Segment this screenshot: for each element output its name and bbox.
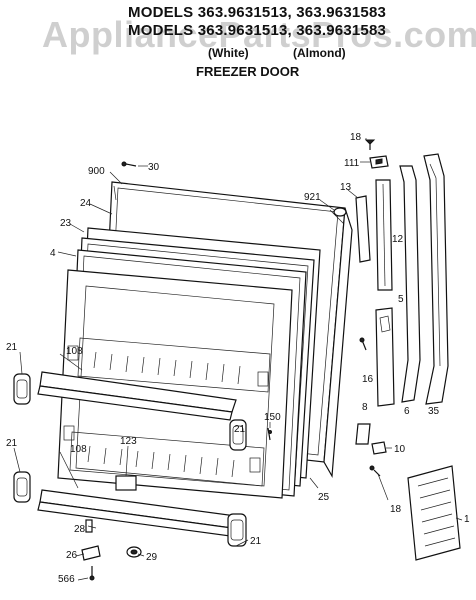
part-label-10: 10 [394,444,406,455]
part-label-4: 4 [50,248,56,259]
part-label-566: 566 [58,574,75,585]
handle-trim-12 [375,179,393,291]
handle-35 [423,153,449,405]
clip-10 [371,441,387,455]
screw-30 [121,161,137,167]
plug-921 [333,207,347,217]
part-label-21-d: 21 [250,536,262,547]
cap-111 [369,155,389,169]
handle-bracket-5 [375,307,395,407]
part-label-24: 24 [80,198,92,209]
part-label-35: 35 [428,406,440,417]
diagram-title: FREEZER DOOR [196,64,300,79]
instruction-booklet-1 [407,465,461,561]
color-almond-label: (Almond) [293,46,346,60]
part-label-21-c: 21 [234,424,246,435]
bracket-26 [81,545,101,561]
shelf-end-cap-left-upper [13,373,31,405]
trim-13 [355,195,371,263]
part-label-18-bottom: 18 [390,504,402,515]
part-label-8: 8 [362,402,368,413]
part-label-28: 28 [74,524,86,535]
plug-29 [126,546,142,558]
part-label-900: 900 [88,166,105,177]
models-line-2: MODELS 363.9631513, 363.9631583 [128,22,387,39]
handle-6 [399,165,421,403]
part-label-29: 29 [146,552,158,563]
part-label-921: 921 [304,192,321,203]
part-label-150: 150 [264,412,281,423]
part-label-108-a: 108 [66,346,83,357]
part-label-21-b: 21 [6,438,18,449]
clip-8 [355,423,371,445]
shelf-end-cap-right-lower [227,513,247,547]
part-label-6: 6 [404,406,410,417]
part-label-26: 26 [66,550,78,561]
shelf-end-cap-right-upper [229,419,247,451]
shelf-end-cap-left-lower [13,471,31,503]
part-labels: 18 111 30 900 921 13 24 12 23 4 5 16 21 … [6,132,470,585]
part-label-16: 16 [362,374,374,385]
part-label-13: 13 [340,182,352,193]
leader-lines [13,138,463,581]
part-label-23: 23 [60,218,72,229]
part-label-111: 111 [344,158,360,169]
watermark: AppliancePartsPros.com [42,14,476,55]
screw-566 [89,566,95,581]
screw-16 [359,337,367,351]
part-label-12: 12 [392,234,404,245]
part-label-108-b: 108 [70,444,87,455]
part-label-5: 5 [398,294,404,305]
door-shelf-bar-lower [37,489,237,537]
part-label-21-a: 21 [6,342,18,353]
part-label-18-top: 18 [350,132,362,143]
color-white-label: (White) [208,46,249,60]
thermostat-150 [267,427,272,441]
part-label-30: 30 [148,162,160,173]
part-label-123: 123 [120,436,137,447]
part-label-25: 25 [318,492,330,503]
screw-18-top [364,139,376,150]
part-label-1: 1 [464,514,470,525]
screw-18-bottom [369,465,381,477]
models-line-1: MODELS 363.9631513, 363.9631583 [128,4,387,21]
door-shelf-bar-upper [37,371,237,421]
